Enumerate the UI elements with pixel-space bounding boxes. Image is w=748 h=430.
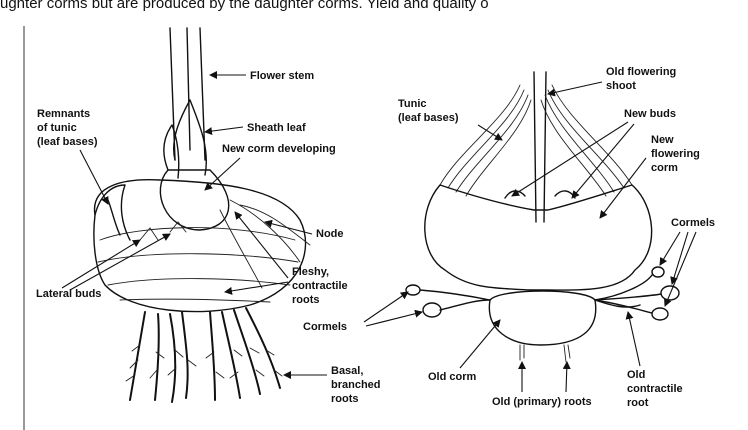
label-basal-line3: roots	[331, 393, 359, 405]
label-tunic-line1: Tunic	[398, 98, 427, 110]
label-old-corm: Old corm	[428, 371, 477, 383]
flower-stem-shape	[170, 28, 205, 160]
cormels-left-shape	[406, 285, 490, 317]
label-remnants-line3: (leaf bases)	[37, 136, 98, 148]
new-flowering-corm-shape	[425, 185, 652, 290]
label-basal-line2: branched	[331, 379, 381, 391]
label-node: Node	[316, 228, 344, 240]
left-corm-drawing	[94, 28, 310, 402]
cormels-right-shape	[595, 267, 679, 320]
label-new-corm: New corm developing	[222, 143, 336, 155]
new-corm-shape	[160, 170, 228, 230]
label-new-buds: New buds	[624, 108, 676, 120]
label-fleshy-line3: roots	[292, 294, 320, 306]
label-basal-line1: Basal,	[331, 365, 363, 377]
label-old-flowering-line1: Old flowering	[606, 66, 676, 78]
old-corm-body	[94, 180, 306, 312]
label-fleshy-line1: Fleshy,	[292, 266, 329, 278]
label-lateral-buds: Lateral buds	[36, 288, 101, 300]
label-old-contractile-line3: root	[627, 397, 649, 409]
label-old-contractile-line2: contractile	[627, 383, 683, 395]
label-new-flowering-line2: flowering	[651, 148, 700, 160]
label-cormels-left: Cormels	[303, 321, 347, 333]
label-fleshy-line2: contractile	[292, 280, 348, 292]
label-old-contractile-line1: Old	[627, 369, 645, 381]
label-old-flowering-line2: shoot	[606, 80, 636, 92]
label-remnants-line1: Remnants	[37, 108, 90, 120]
label-new-flowering-line1: New	[651, 134, 674, 146]
label-cormels-right: Cormels	[671, 217, 715, 229]
basal-roots-shape	[130, 308, 280, 402]
label-sheath-leaf: Sheath leaf	[247, 122, 306, 134]
old-flowering-shoot-shape	[534, 72, 546, 222]
label-tunic-line2: (leaf bases)	[398, 112, 459, 124]
old-corm-shape	[489, 291, 595, 345]
label-new-flowering-line3: corm	[651, 162, 678, 174]
label-flower-stem: Flower stem	[250, 70, 314, 82]
label-remnants-line2: of tunic	[37, 122, 77, 134]
label-old-primary-roots: Old (primary) roots	[492, 396, 592, 408]
